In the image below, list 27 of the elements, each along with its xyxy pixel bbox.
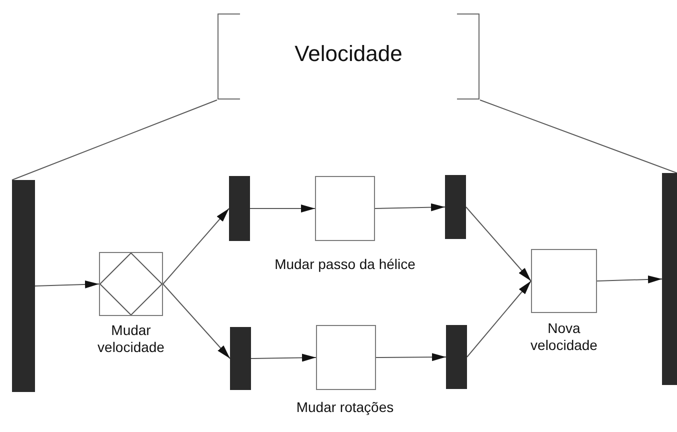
arrow: [466, 280, 532, 358]
arrow: [250, 354, 316, 362]
arrow: [162, 208, 230, 284]
node-label: Mudar rotações: [295, 399, 395, 416]
node-label: Mudar passo da hélice: [274, 256, 416, 273]
arrow: [376, 353, 446, 362]
decision-box: [99, 252, 163, 316]
arrow: [162, 284, 230, 359]
arrow: [466, 206, 532, 282]
process-box: [315, 176, 375, 241]
title-text: Velocidade: [294, 40, 402, 66]
synchronization-bar: [446, 325, 467, 389]
connector-line: [480, 100, 677, 174]
synchronization-bar: [445, 175, 466, 239]
arrow: [250, 204, 316, 212]
arrow: [374, 203, 446, 212]
process-box: [531, 249, 597, 313]
connector-line: [12, 100, 218, 180]
synchronization-bar: [662, 173, 677, 385]
node-label: Mudar velocidade: [96, 322, 166, 356]
synchronization-bar: [230, 327, 251, 390]
process-box: [316, 325, 376, 390]
node-label: Nova velocidade: [530, 320, 598, 354]
synchronization-bar: [12, 180, 35, 392]
arrow: [34, 280, 100, 288]
synchronization-bar: [229, 176, 250, 241]
arrow: [596, 275, 662, 284]
